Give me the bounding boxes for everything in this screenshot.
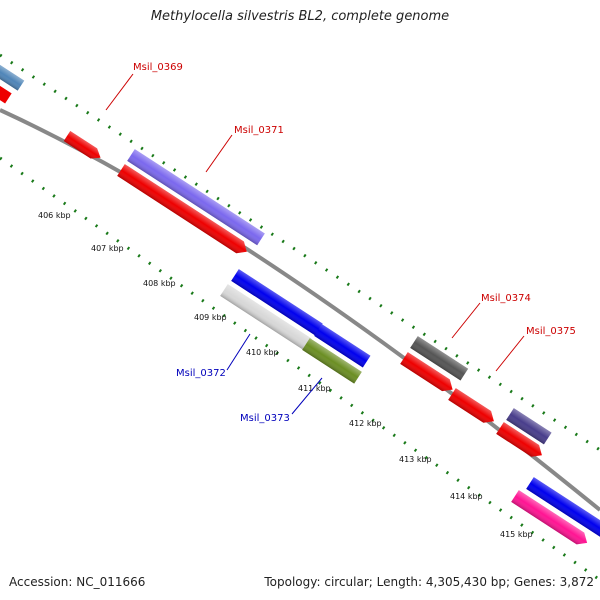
genome-summary: Topology: circular; Length: 4,305,430 bp… xyxy=(264,575,594,589)
kbp-label: 408 kbp xyxy=(143,279,176,288)
gene-callouts xyxy=(105,73,525,415)
kbp-label: 413 kbp xyxy=(399,455,432,464)
gene-label-msil-0372: Msil_0372 xyxy=(176,368,226,379)
kbp-label: 407 kbp xyxy=(91,244,124,253)
gene-label-msil-0373: Msil_0373 xyxy=(240,413,290,424)
gene-labels: Msil_0369 Msil_0371 Msil_0372 Msil_0373 … xyxy=(133,62,576,424)
kbp-labels: 406 kbp 407 kbp 408 kbp 409 kbp 410 kbp … xyxy=(38,211,533,539)
kbp-label: 409 kbp xyxy=(194,313,227,322)
gene-label-msil-0374: Msil_0374 xyxy=(481,293,531,304)
kbp-label: 410 kbp xyxy=(246,348,279,357)
kbp-label: 414 kbp xyxy=(450,492,483,501)
gene-features xyxy=(0,56,600,545)
kbp-label: 411 kbp xyxy=(298,384,331,393)
inner-tick-track xyxy=(0,156,600,582)
kbp-label: 406 kbp xyxy=(38,211,71,220)
accession-label: Accession: NC_011666 xyxy=(9,575,146,589)
kbp-label: 412 kbp xyxy=(349,419,382,428)
outer-tick-track xyxy=(0,53,600,452)
kbp-label: 415 kbp xyxy=(500,530,533,539)
gene-label-msil-0375: Msil_0375 xyxy=(526,326,576,337)
gene-feature xyxy=(0,80,12,104)
gene-label-msil-0371: Msil_0371 xyxy=(234,125,284,136)
page-title: Methylocella silvestris BL2, complete ge… xyxy=(150,9,450,24)
gene-label-msil-0369: Msil_0369 xyxy=(133,62,183,73)
